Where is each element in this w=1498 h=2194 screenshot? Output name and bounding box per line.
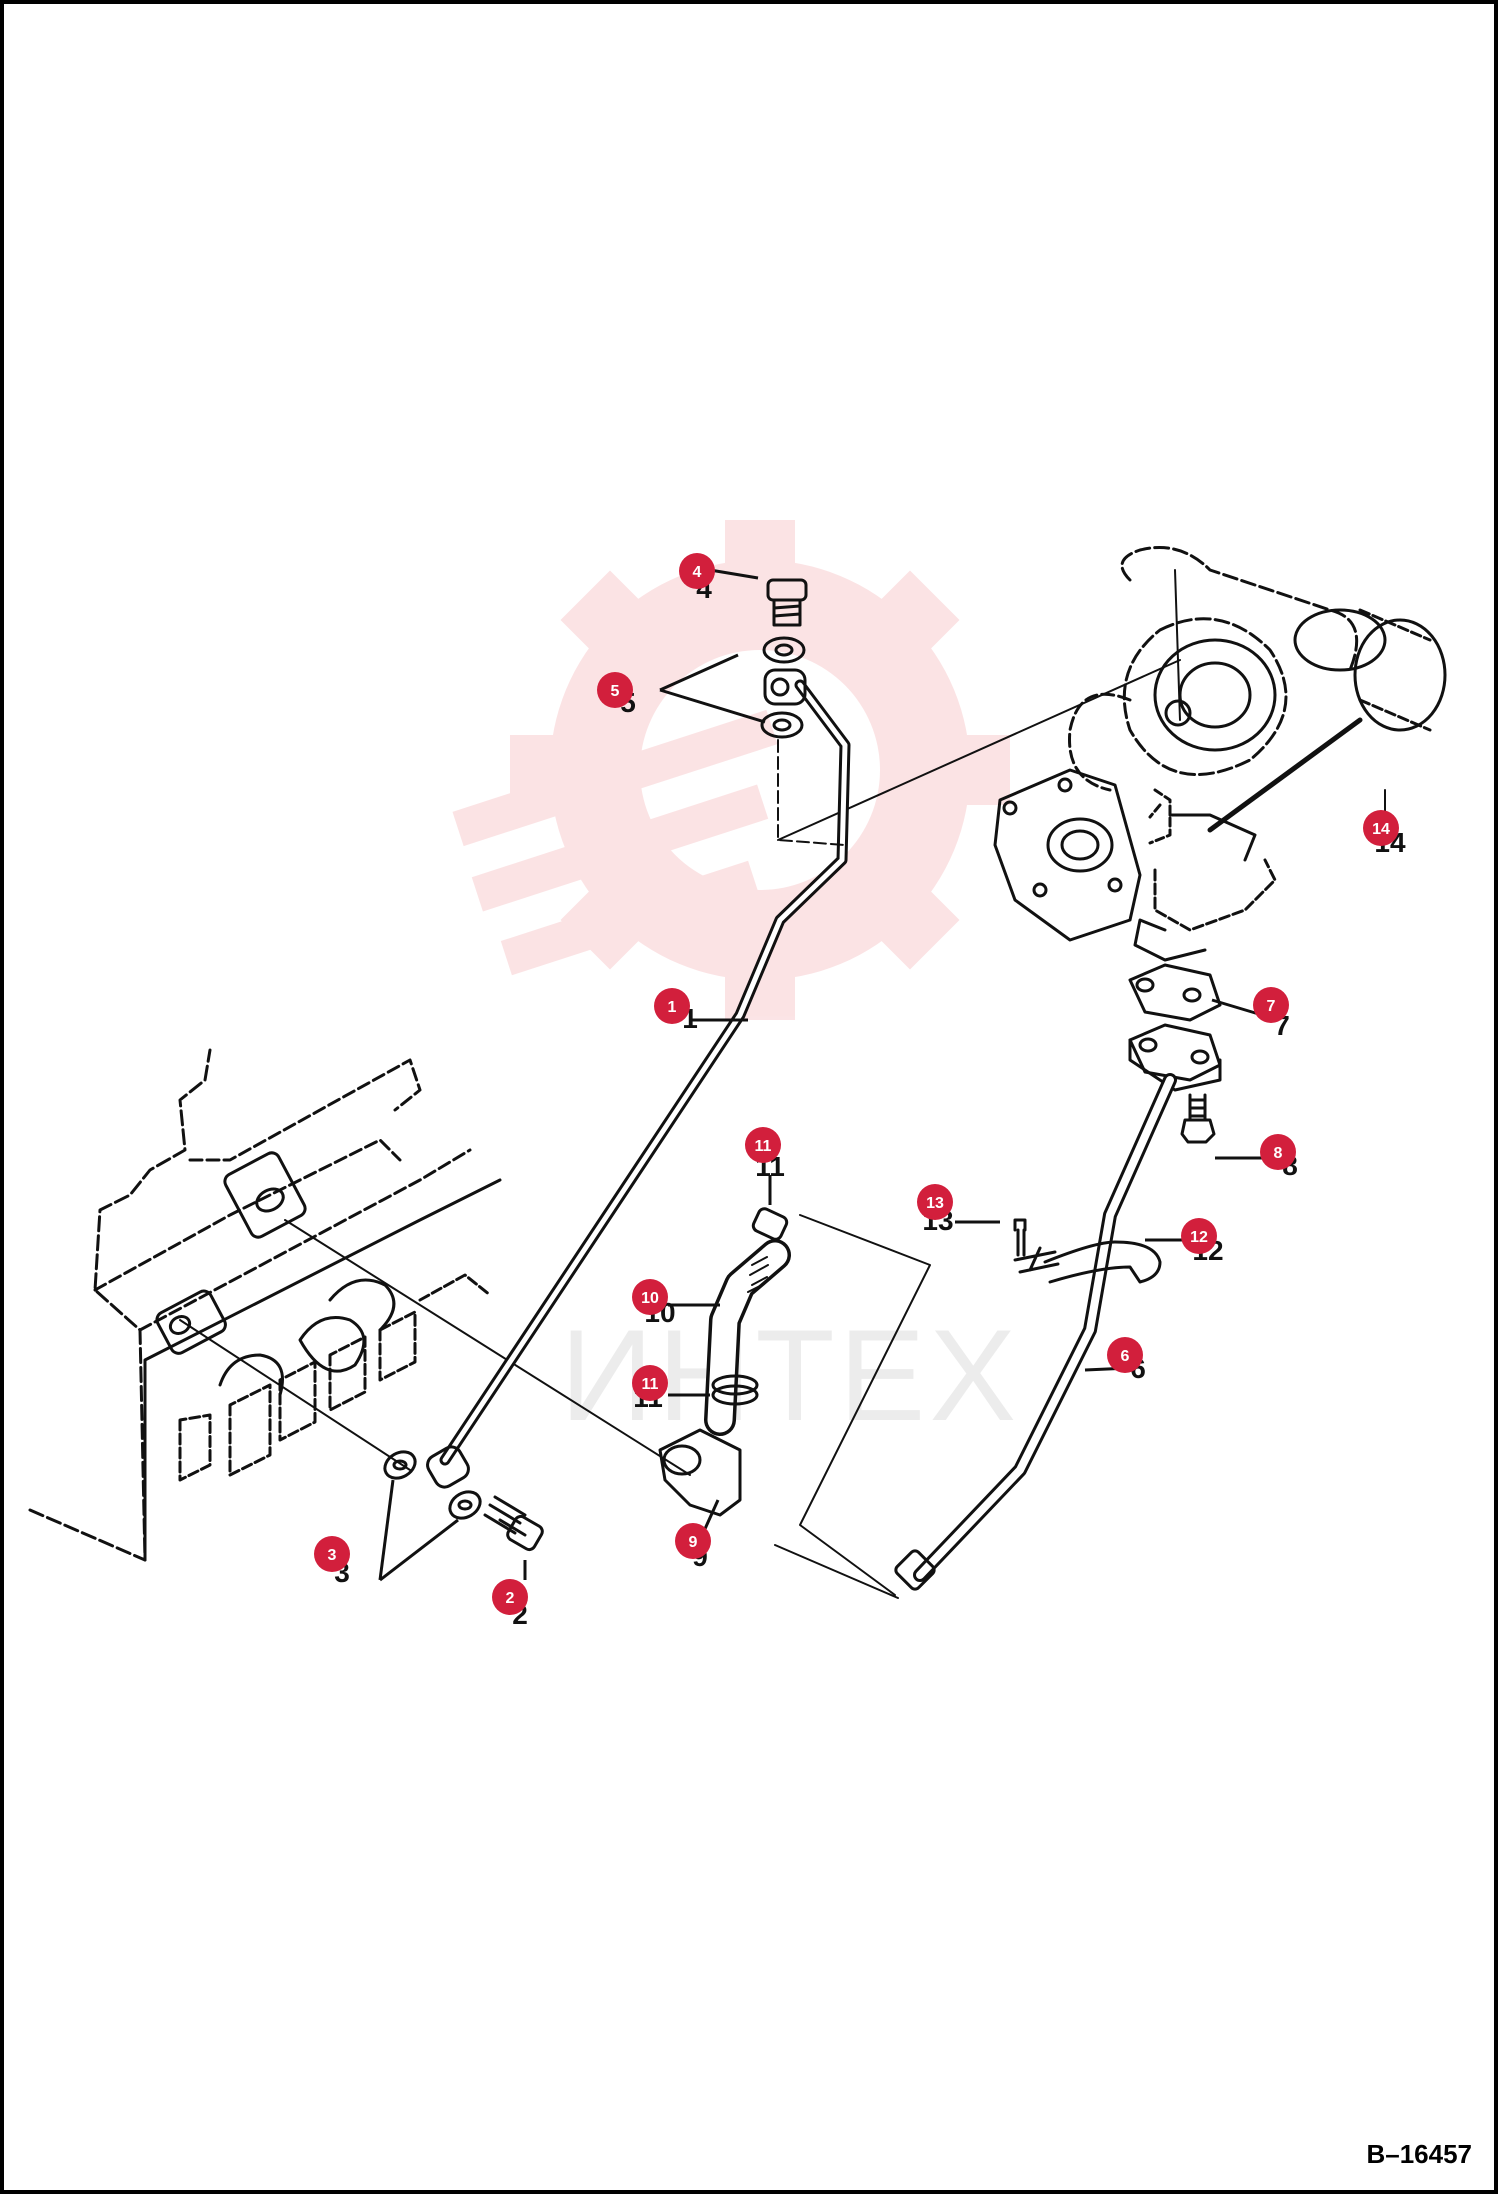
- callout-number: 2: [506, 1590, 515, 1607]
- callout-circle: [745, 1127, 781, 1163]
- callout-circle: [1181, 1218, 1217, 1254]
- callout-circle: [314, 1536, 350, 1572]
- callout-marker[interactable]: 11: [745, 1127, 781, 1163]
- callout-circle: [654, 988, 690, 1024]
- callout-marker[interactable]: 2: [492, 1579, 528, 1615]
- callout-marker[interactable]: 5: [597, 672, 633, 708]
- oil-feed-pipe-inner: [442, 682, 848, 1463]
- turbocharger: [993, 546, 1447, 962]
- callout-group: 1122334455667788991010111111111212131314…: [314, 553, 1406, 1630]
- callout-circle: [632, 1365, 668, 1401]
- callout-circle: [492, 1579, 528, 1615]
- callout-number: 5: [611, 683, 620, 700]
- watermark-gear-icon: [452, 520, 1010, 1020]
- callout-marker[interactable]: 13: [917, 1184, 953, 1220]
- callout-marker[interactable]: 9: [675, 1523, 711, 1559]
- callout-number: 11: [642, 1376, 659, 1393]
- callout-marker[interactable]: 12: [1181, 1218, 1217, 1254]
- line-art: [28, 546, 1447, 1599]
- callout-circle: [1260, 1134, 1296, 1170]
- callout-circle: [1363, 810, 1399, 846]
- callout-marker[interactable]: 14: [1363, 810, 1399, 846]
- callout-marker[interactable]: 6: [1107, 1337, 1143, 1373]
- callout-circle: [632, 1279, 668, 1315]
- callout-number: 7: [1267, 998, 1276, 1015]
- watermark-text: ИНТЕХ: [560, 1302, 1020, 1448]
- callout-marker[interactable]: 11: [632, 1365, 668, 1401]
- callout-marker[interactable]: 1: [654, 988, 690, 1024]
- callout-number: 11: [755, 1138, 772, 1155]
- axis-line: [179, 1319, 411, 1471]
- callout-circle: [1253, 987, 1289, 1023]
- callout-circle: [917, 1184, 953, 1220]
- callout-marker[interactable]: 10: [632, 1279, 668, 1315]
- callout-number: 4: [693, 564, 702, 581]
- callout-number: 12: [1190, 1229, 1208, 1246]
- callout-marker[interactable]: 4: [679, 553, 715, 589]
- callout-number: 6: [1121, 1348, 1130, 1365]
- engine-block: [28, 1048, 502, 1562]
- callout-number: 1: [668, 999, 677, 1016]
- callout-marker[interactable]: 8: [1260, 1134, 1296, 1170]
- callout-number: 13: [926, 1195, 944, 1212]
- callout-number: 9: [689, 1534, 698, 1551]
- callout-number: 8: [1274, 1145, 1283, 1162]
- callout-circle: [679, 553, 715, 589]
- callout-number: 14: [1372, 821, 1390, 838]
- callout-circle: [1107, 1337, 1143, 1373]
- callout-marker[interactable]: 3: [314, 1536, 350, 1572]
- callout-number: 3: [328, 1547, 337, 1564]
- callout-circle: [597, 672, 633, 708]
- figure-id: B–16457: [1366, 2139, 1472, 2169]
- callout-number: 10: [641, 1290, 659, 1307]
- callout-circle: [675, 1523, 711, 1559]
- axis-line: [284, 1219, 691, 1476]
- callout-marker[interactable]: 7: [1253, 987, 1289, 1023]
